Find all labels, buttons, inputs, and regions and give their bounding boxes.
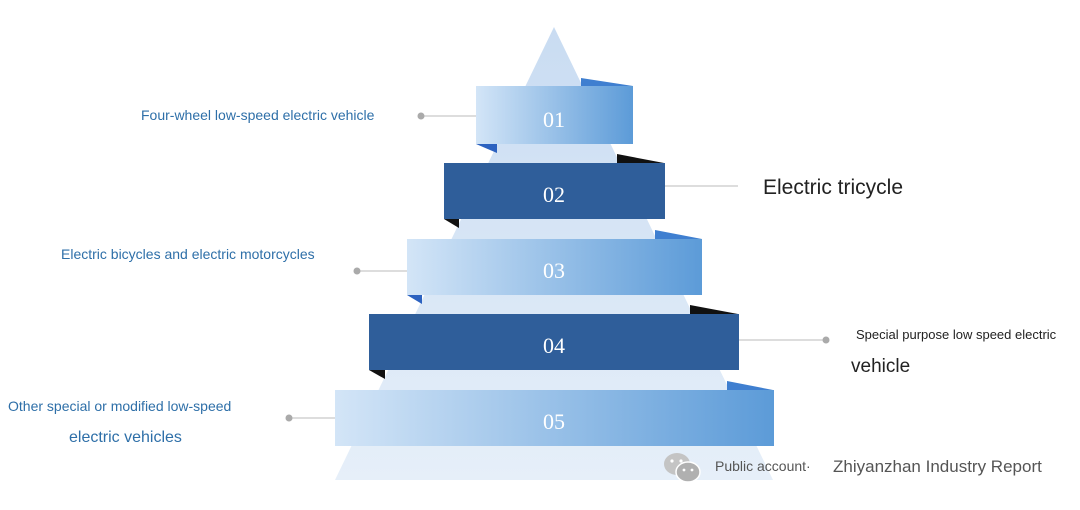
tier-04-label-line2: vehicle: [851, 356, 911, 377]
tier-02-label: Electric tricycle: [763, 176, 904, 199]
watermark-name: Zhiyanzhan Industry Report: [833, 457, 1042, 476]
tier-01-band: 01: [476, 78, 633, 153]
tier-04-number: 04: [543, 333, 565, 358]
tier-02-number: 02: [543, 182, 565, 207]
tier-03-label: Electric bicycles and electric motorcycl…: [61, 246, 315, 262]
tier-03-number: 03: [543, 258, 565, 283]
tier-05-label-line1: Other special or modified low-speed: [8, 398, 232, 414]
connector-01: [417, 112, 476, 120]
tier-04-label-line1: Special purpose low speed electric: [856, 327, 1057, 342]
connector-04: [739, 336, 830, 344]
tier-01-number: 01: [543, 107, 565, 132]
tier-05-number: 05: [543, 409, 565, 434]
tier-05-band: 05: [335, 381, 774, 446]
tier-02-band: 02: [444, 154, 665, 228]
tier-03-band: 03: [407, 230, 702, 304]
tier-01-label: Four-wheel low-speed electric vehicle: [141, 107, 375, 123]
tier-04-band: 04: [369, 305, 739, 379]
watermark-prefix: Public account·: [715, 458, 811, 474]
wechat-icon: [664, 453, 701, 483]
tier-05-label-line2: electric vehicles: [69, 429, 182, 446]
connector-03: [353, 267, 407, 275]
connector-05: [285, 414, 335, 422]
